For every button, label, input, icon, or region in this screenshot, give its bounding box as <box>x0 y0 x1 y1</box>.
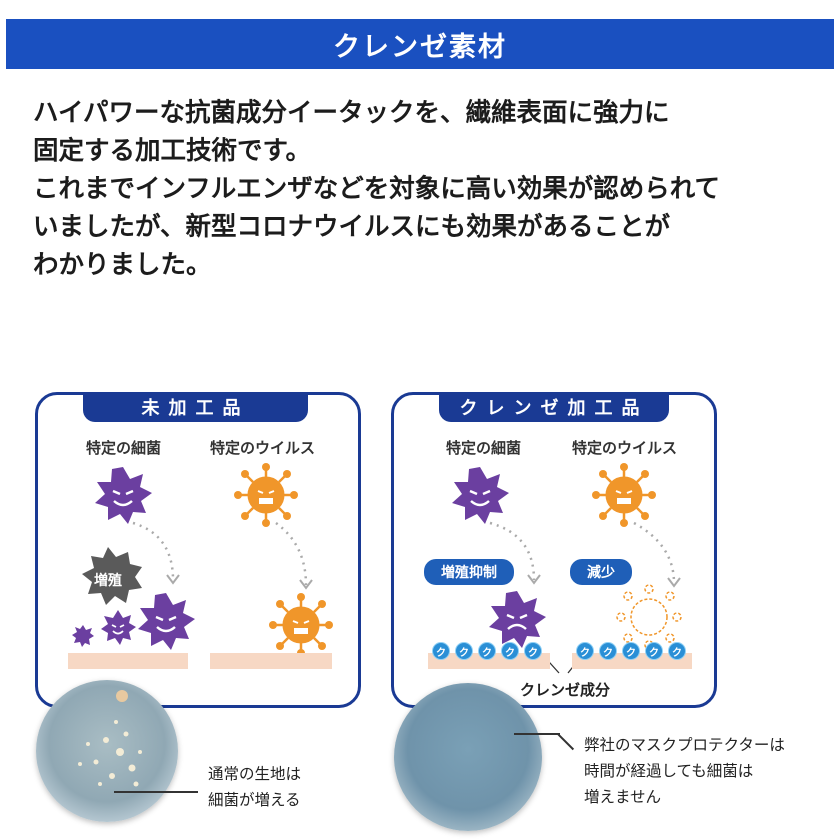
treated-panel: クレンゼ加工品 特定の細菌 特定のウイルス <box>391 392 717 708</box>
agent-particle: ク <box>622 642 640 660</box>
header-banner: クレンゼ素材 <box>6 19 834 69</box>
caption-line: 増えません <box>584 788 662 806</box>
treated-title: クレンゼ加工品 <box>439 392 669 422</box>
intro-line: わかりました。 <box>33 250 212 280</box>
header-title: クレンゼ素材 <box>333 31 507 63</box>
petri-dish-treated <box>394 683 542 831</box>
intro-line: 固定する加工技術です。 <box>33 136 311 166</box>
virus-label: 特定のウイルス <box>572 439 678 457</box>
bacteria-icon <box>452 467 509 524</box>
intro-line: いましたが、新型コロナウイルスにも効果があることが <box>33 212 670 242</box>
agent-particle: ク <box>576 642 594 660</box>
caption-line: 時間が経過しても細菌は <box>584 762 754 780</box>
petri-dish-normal <box>36 680 178 822</box>
normal-fabric-caption: 通常の生地は 細菌が増える <box>208 761 301 813</box>
virus-icon <box>234 463 298 527</box>
agent-particle: ク <box>668 642 686 660</box>
leader-line <box>114 791 198 793</box>
agent-label: クレンゼ成分 <box>520 681 611 699</box>
untreated-title: 未加工品 <box>83 392 308 422</box>
agent-particle: ク <box>599 642 617 660</box>
intro-text: ハイパワーな抗菌成分イータックを、繊維表面に強力に 固定する加工技術です。 これ… <box>33 94 823 284</box>
fabric-surface <box>210 653 332 669</box>
agent-particle: ク <box>478 642 496 660</box>
agent-particle: ク <box>524 642 542 660</box>
intro-line: これまでインフルエンザなどを対象に高い効果が認められて <box>33 174 720 204</box>
untreated-panel: 未加工品 特定の細菌 特定のウイルス <box>35 392 361 708</box>
intro-line: ハイパワーな抗菌成分イータックを、繊維表面に強力に <box>33 98 670 128</box>
treated-illustration <box>452 463 682 674</box>
virus-icon <box>592 463 656 527</box>
caption-line: 細菌が増える <box>208 791 301 809</box>
bacteria-icon <box>95 467 152 524</box>
untreated-illustration <box>72 463 333 657</box>
suppression-badge: 増殖抑制 <box>424 559 514 585</box>
leader-line <box>557 733 575 750</box>
bacteria-label: 特定の細菌 <box>86 439 162 457</box>
fabric-surface <box>68 653 188 669</box>
reduction-badge: 減少 <box>570 559 632 585</box>
virus-label: 特定のウイルス <box>210 439 316 457</box>
bacteria-label: 特定の細菌 <box>446 439 522 457</box>
caption-line: 通常の生地は <box>208 765 302 783</box>
agent-particle: ク <box>432 642 450 660</box>
agent-particle: ク <box>501 642 519 660</box>
reduced-virus-icon <box>616 584 682 650</box>
leader-line <box>514 733 560 735</box>
growth-badge-label: 増殖 <box>94 573 122 589</box>
caption-line: 弊社のマスクプロテクターは <box>584 736 785 754</box>
agent-particle: ク <box>455 642 473 660</box>
mask-protector-caption: 弊社のマスクプロテクターは 時間が経過しても細菌は 増えません <box>584 732 785 810</box>
growth-burst <box>82 547 142 605</box>
agent-particle: ク <box>645 642 663 660</box>
